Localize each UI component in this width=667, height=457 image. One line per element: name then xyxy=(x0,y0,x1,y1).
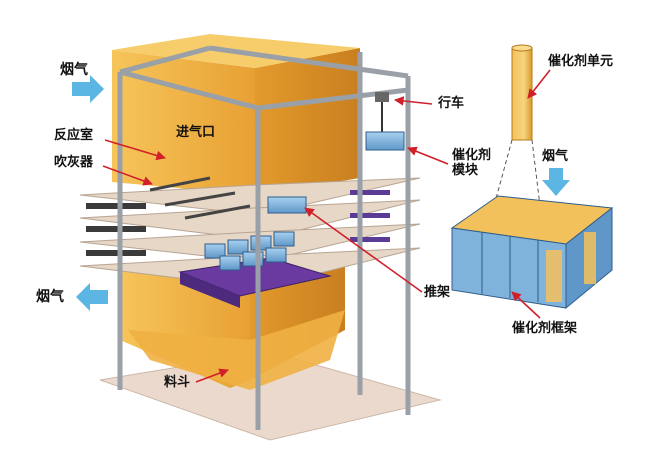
soot-blower-rods xyxy=(149,176,251,220)
label-module-line1: 催化剂 xyxy=(452,148,492,163)
label-module-line2: 模块 xyxy=(452,163,479,178)
catalyst-unit xyxy=(511,47,533,141)
label-catalyst-unit: 催化剂单元 xyxy=(548,54,614,69)
label-reactor: 反应室 xyxy=(54,128,94,143)
flue-gas-unit-arrow xyxy=(542,168,570,196)
label-flue-gas-in: 烟气 xyxy=(60,62,88,78)
label-pointers xyxy=(102,69,551,383)
reactor-front xyxy=(112,50,255,195)
label-hopper: 料斗 xyxy=(164,375,191,390)
reactor-side xyxy=(255,48,360,195)
label-catalyst-frame: 催化剂框架 xyxy=(512,321,578,336)
label-flue-gas-out: 烟气 xyxy=(36,289,64,305)
label-flue-gas-unit: 烟气 xyxy=(542,149,569,164)
label-soot-blower: 吹灰器 xyxy=(54,155,94,170)
crane-hoist xyxy=(365,92,405,151)
flue-gas-out-arrow xyxy=(76,283,108,311)
hopper-cone xyxy=(128,310,345,390)
flue-gas-in-arrow xyxy=(72,75,104,103)
label-inlet: 进气口 xyxy=(176,125,216,140)
catalyst-frame-box xyxy=(450,195,614,310)
label-push-frame: 推架 xyxy=(424,285,451,300)
label-crane: 行车 xyxy=(438,96,465,111)
module-on-layer xyxy=(267,196,307,214)
unit-projection-lines xyxy=(493,139,541,207)
